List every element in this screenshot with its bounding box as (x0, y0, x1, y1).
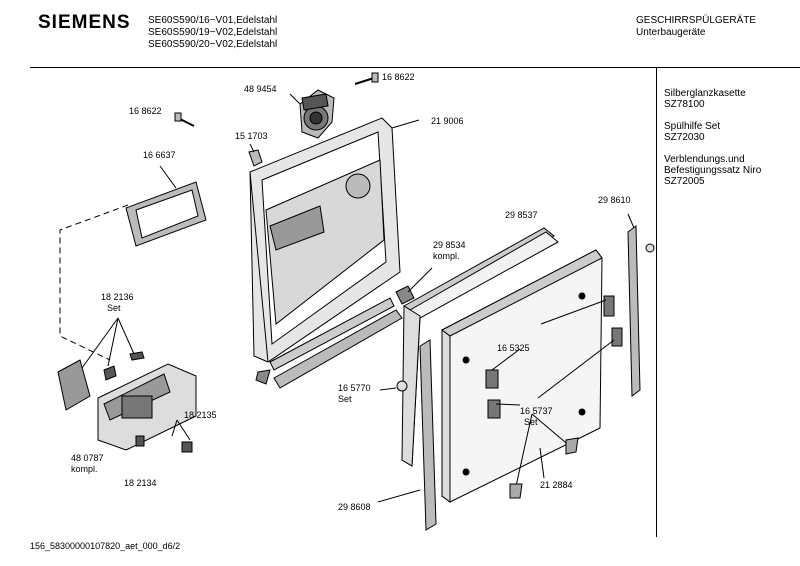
header-divider (30, 67, 800, 68)
foot-part (565, 437, 579, 455)
set-part (103, 365, 117, 381)
model-line: SE60S590/19−V02,Edelstahl (148, 27, 278, 38)
accessory-item: Silberglanzkasette SZ78100 (664, 88, 796, 110)
seal-part (125, 181, 207, 247)
sidebar-divider (656, 67, 657, 537)
category-block: GESCHIRRSPÜLGERÄTE Unterbaugeräte (636, 15, 756, 39)
accessory-name: Spülhilfe Set (664, 121, 721, 132)
part-label: 15 1703 (235, 131, 268, 141)
bracket-part (485, 369, 499, 389)
part-number: 16 5737 (520, 406, 553, 416)
brand-logo: SIEMENS (38, 12, 131, 33)
front-panel-part (401, 227, 559, 467)
set-part (129, 351, 145, 361)
part-number: 48 0787 (71, 453, 104, 463)
part-number: 16 5770 (338, 383, 371, 393)
part-label: 16 6637 (143, 150, 176, 160)
side-strip-part (419, 339, 437, 531)
small-part (135, 435, 145, 447)
hook-part (255, 369, 271, 385)
accessory-code: SZ78100 (664, 99, 705, 110)
part-note: kompl. (433, 251, 460, 261)
part-label: 16 5737 Set (520, 406, 553, 428)
accessory-name: Verblendungs.und Befestigungssatz Niro (664, 154, 762, 176)
part-label: 16 5770 Set (338, 383, 371, 405)
part-note: kompl. (71, 464, 98, 474)
document-id: 156_58300000107820_aet_000_d6/2 (30, 541, 181, 551)
accessory-item: Spülhilfe Set SZ72030 (664, 121, 796, 143)
small-part (181, 441, 193, 453)
part-label: 48 0787 kompl. (71, 453, 104, 475)
model-list: SE60S590/16−V01,Edelstahl SE60S590/19−V0… (148, 15, 277, 51)
part-label: 18 2134 (124, 478, 157, 488)
assembly-dashline (59, 204, 129, 361)
detergent-dispenser-part (97, 363, 197, 451)
foot-part (509, 483, 523, 499)
accessory-item: Verblendungs.und Befestigungssatz Niro S… (664, 154, 796, 187)
model-line: SE60S590/16−V01,Edelstahl (148, 15, 278, 26)
part-note: Set (107, 303, 121, 313)
part-label: 21 9006 (431, 116, 464, 126)
model-line: SE60S590/20−V02,Edelstahl (148, 39, 278, 50)
part-label: 48 9454 (244, 84, 277, 94)
category-subtitle: Unterbaugeräte (636, 27, 706, 38)
dispenser-cover-part (57, 359, 91, 411)
part-label: 21 2884 (540, 480, 573, 490)
accessory-list: Silberglanzkasette SZ78100 Spülhilfe Set… (664, 88, 796, 198)
accessory-name: Silberglanzkasette (664, 88, 746, 99)
accessory-code: SZ72005 (664, 176, 705, 187)
part-number: 29 8534 (433, 240, 466, 250)
part-number: 18 2136 (101, 292, 134, 302)
part-note: Set (524, 417, 538, 427)
part-label: 16 5325 (497, 343, 530, 353)
screw-part (354, 72, 379, 85)
bracket-part (603, 295, 615, 317)
part-label: 16 8622 (382, 72, 415, 82)
part-label: 29 8608 (338, 502, 371, 512)
door-lock-part (299, 89, 335, 139)
knob-part (645, 243, 655, 253)
knob-part (396, 380, 408, 392)
part-label: 18 2136 Set (101, 292, 134, 314)
part-label: 29 8537 (505, 210, 538, 220)
part-label: 29 8610 (598, 195, 631, 205)
leader-lines (81, 93, 635, 503)
part-label: 18 2135 (184, 410, 217, 420)
side-strip-part (627, 225, 641, 397)
bracket-part (487, 399, 501, 419)
category-title: GESCHIRRSPÜLGERÄTE (636, 15, 757, 26)
inner-door-frame (249, 117, 401, 363)
accessory-code: SZ72030 (664, 132, 705, 143)
part-note: Set (338, 394, 352, 404)
part-label: 16 8622 (129, 106, 162, 116)
bracket-part (611, 327, 623, 347)
bottom-rail-part (269, 297, 403, 389)
screw-part (174, 112, 195, 127)
clip-part (248, 149, 263, 167)
part-label: 29 8534 kompl. (433, 240, 466, 262)
